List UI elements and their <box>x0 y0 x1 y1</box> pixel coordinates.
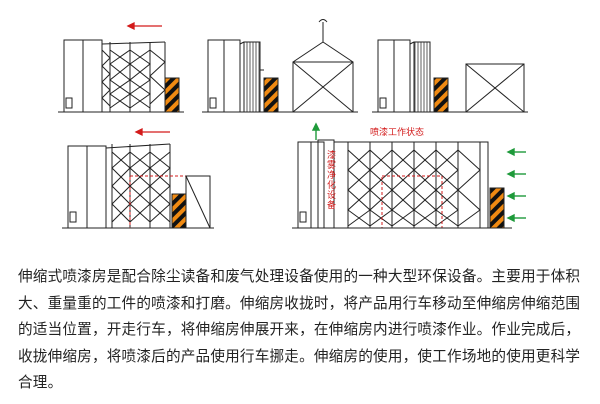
purify-equipment-label: 漆雾净化设备 <box>325 149 336 210</box>
airflow-arrows <box>311 122 526 223</box>
spray-state-label: 喷漆工作状态 <box>370 126 424 138</box>
move-arrow-top <box>126 21 162 31</box>
panel-extending <box>62 143 214 229</box>
panel-retracted-crane <box>202 19 358 113</box>
description-paragraph: 伸缩式喷漆房是配合除尘读备和废气处理设备使用的一种大型环保设备。主要用于体积大、… <box>18 268 581 391</box>
move-arrow-bottom <box>134 127 170 137</box>
panel-retracted-crate <box>372 39 528 113</box>
spray-booth-diagram: 喷漆工作状态 漆雾净化设备 <box>58 19 528 229</box>
panel-extended-top <box>58 39 184 113</box>
panel-spray-working <box>292 139 512 229</box>
